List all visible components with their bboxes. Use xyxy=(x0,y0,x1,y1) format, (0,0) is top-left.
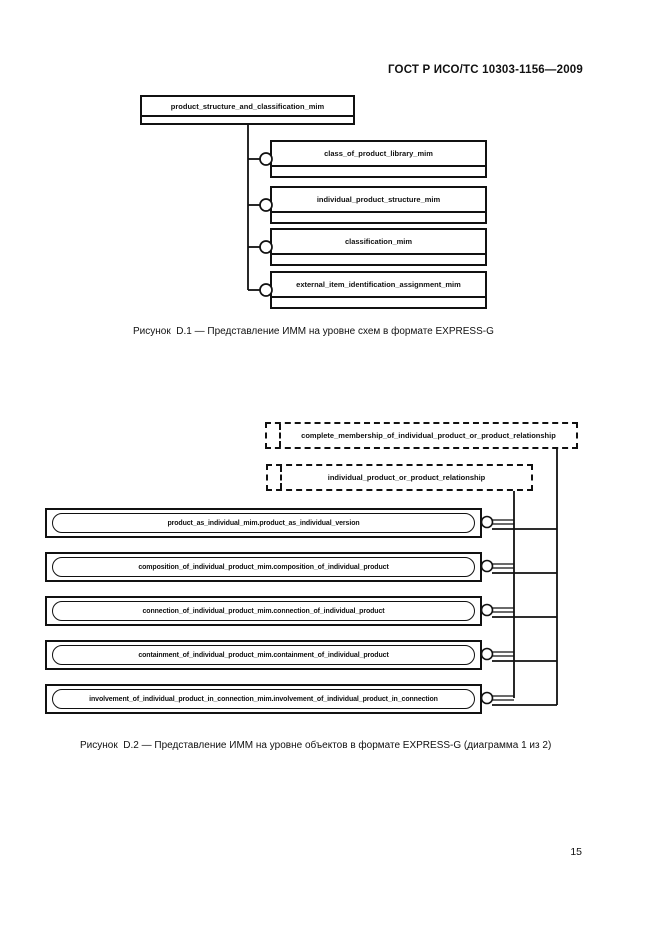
entity-row-composition: composition_of_individual_product_mim.co… xyxy=(45,552,482,582)
select-box-label: individual_product_or_product_relationsh… xyxy=(327,473,486,482)
select-box-label: complete_membership_of_individual_produc… xyxy=(301,431,556,440)
schema-box-classification: classification_mim xyxy=(270,228,487,266)
figure-d2-caption: Рисунок D.2 — Представление ИММ на уровн… xyxy=(80,740,552,751)
entity-row-connection: connection_of_individual_product_mim.con… xyxy=(45,596,482,626)
schema-box-class-of-product-library: class_of_product_library_mim xyxy=(270,140,487,178)
schema-box-label: class_of_product_library_mim xyxy=(272,142,485,167)
entity-row-label: composition_of_individual_product_mim.co… xyxy=(52,557,475,577)
schema-box-root: product_structure_and_classification_mim xyxy=(140,95,355,125)
schema-box-root-label: product_structure_and_classification_mim xyxy=(142,97,353,117)
select-box-individual-product-or-product-relationship: individual_product_or_product_relationsh… xyxy=(266,464,533,491)
d1-connectors xyxy=(247,124,273,297)
entity-row-label: involvement_of_individual_product_in_con… xyxy=(52,689,475,709)
select-box-complete-membership: complete_membership_of_individual_produc… xyxy=(265,422,578,449)
page-number: 15 xyxy=(570,846,582,858)
entity-row-containment: containment_of_individual_product_mim.co… xyxy=(45,640,482,670)
document-header: ГОСТ Р ИСО/ТС 10303-1156—2009 xyxy=(387,64,583,76)
entity-row-label: containment_of_individual_product_mim.co… xyxy=(52,645,475,665)
entity-row-product-as-individual: product_as_individual_mim.product_as_ind… xyxy=(45,508,482,538)
entity-row-involvement: involvement_of_individual_product_in_con… xyxy=(45,684,482,714)
schema-box-individual-product-structure: individual_product_structure_mim xyxy=(270,186,487,224)
schema-box-label: external_item_identification_assignment_… xyxy=(272,273,485,298)
figure-d1-caption: Рисунок D.1 — Представление ИММ на уровн… xyxy=(133,326,494,337)
d2-interface-circles xyxy=(480,515,494,705)
entity-row-label: product_as_individual_mim.product_as_ind… xyxy=(52,513,475,533)
select-box-divider-cell xyxy=(268,466,282,489)
select-box-divider-cell xyxy=(267,424,281,447)
schema-box-label: individual_product_structure_mim xyxy=(272,188,485,213)
schema-box-label: classification_mim xyxy=(272,230,485,255)
schema-box-external-item-identification-assignment: external_item_identification_assignment_… xyxy=(270,271,487,309)
entity-row-label: connection_of_individual_product_mim.con… xyxy=(52,601,475,621)
